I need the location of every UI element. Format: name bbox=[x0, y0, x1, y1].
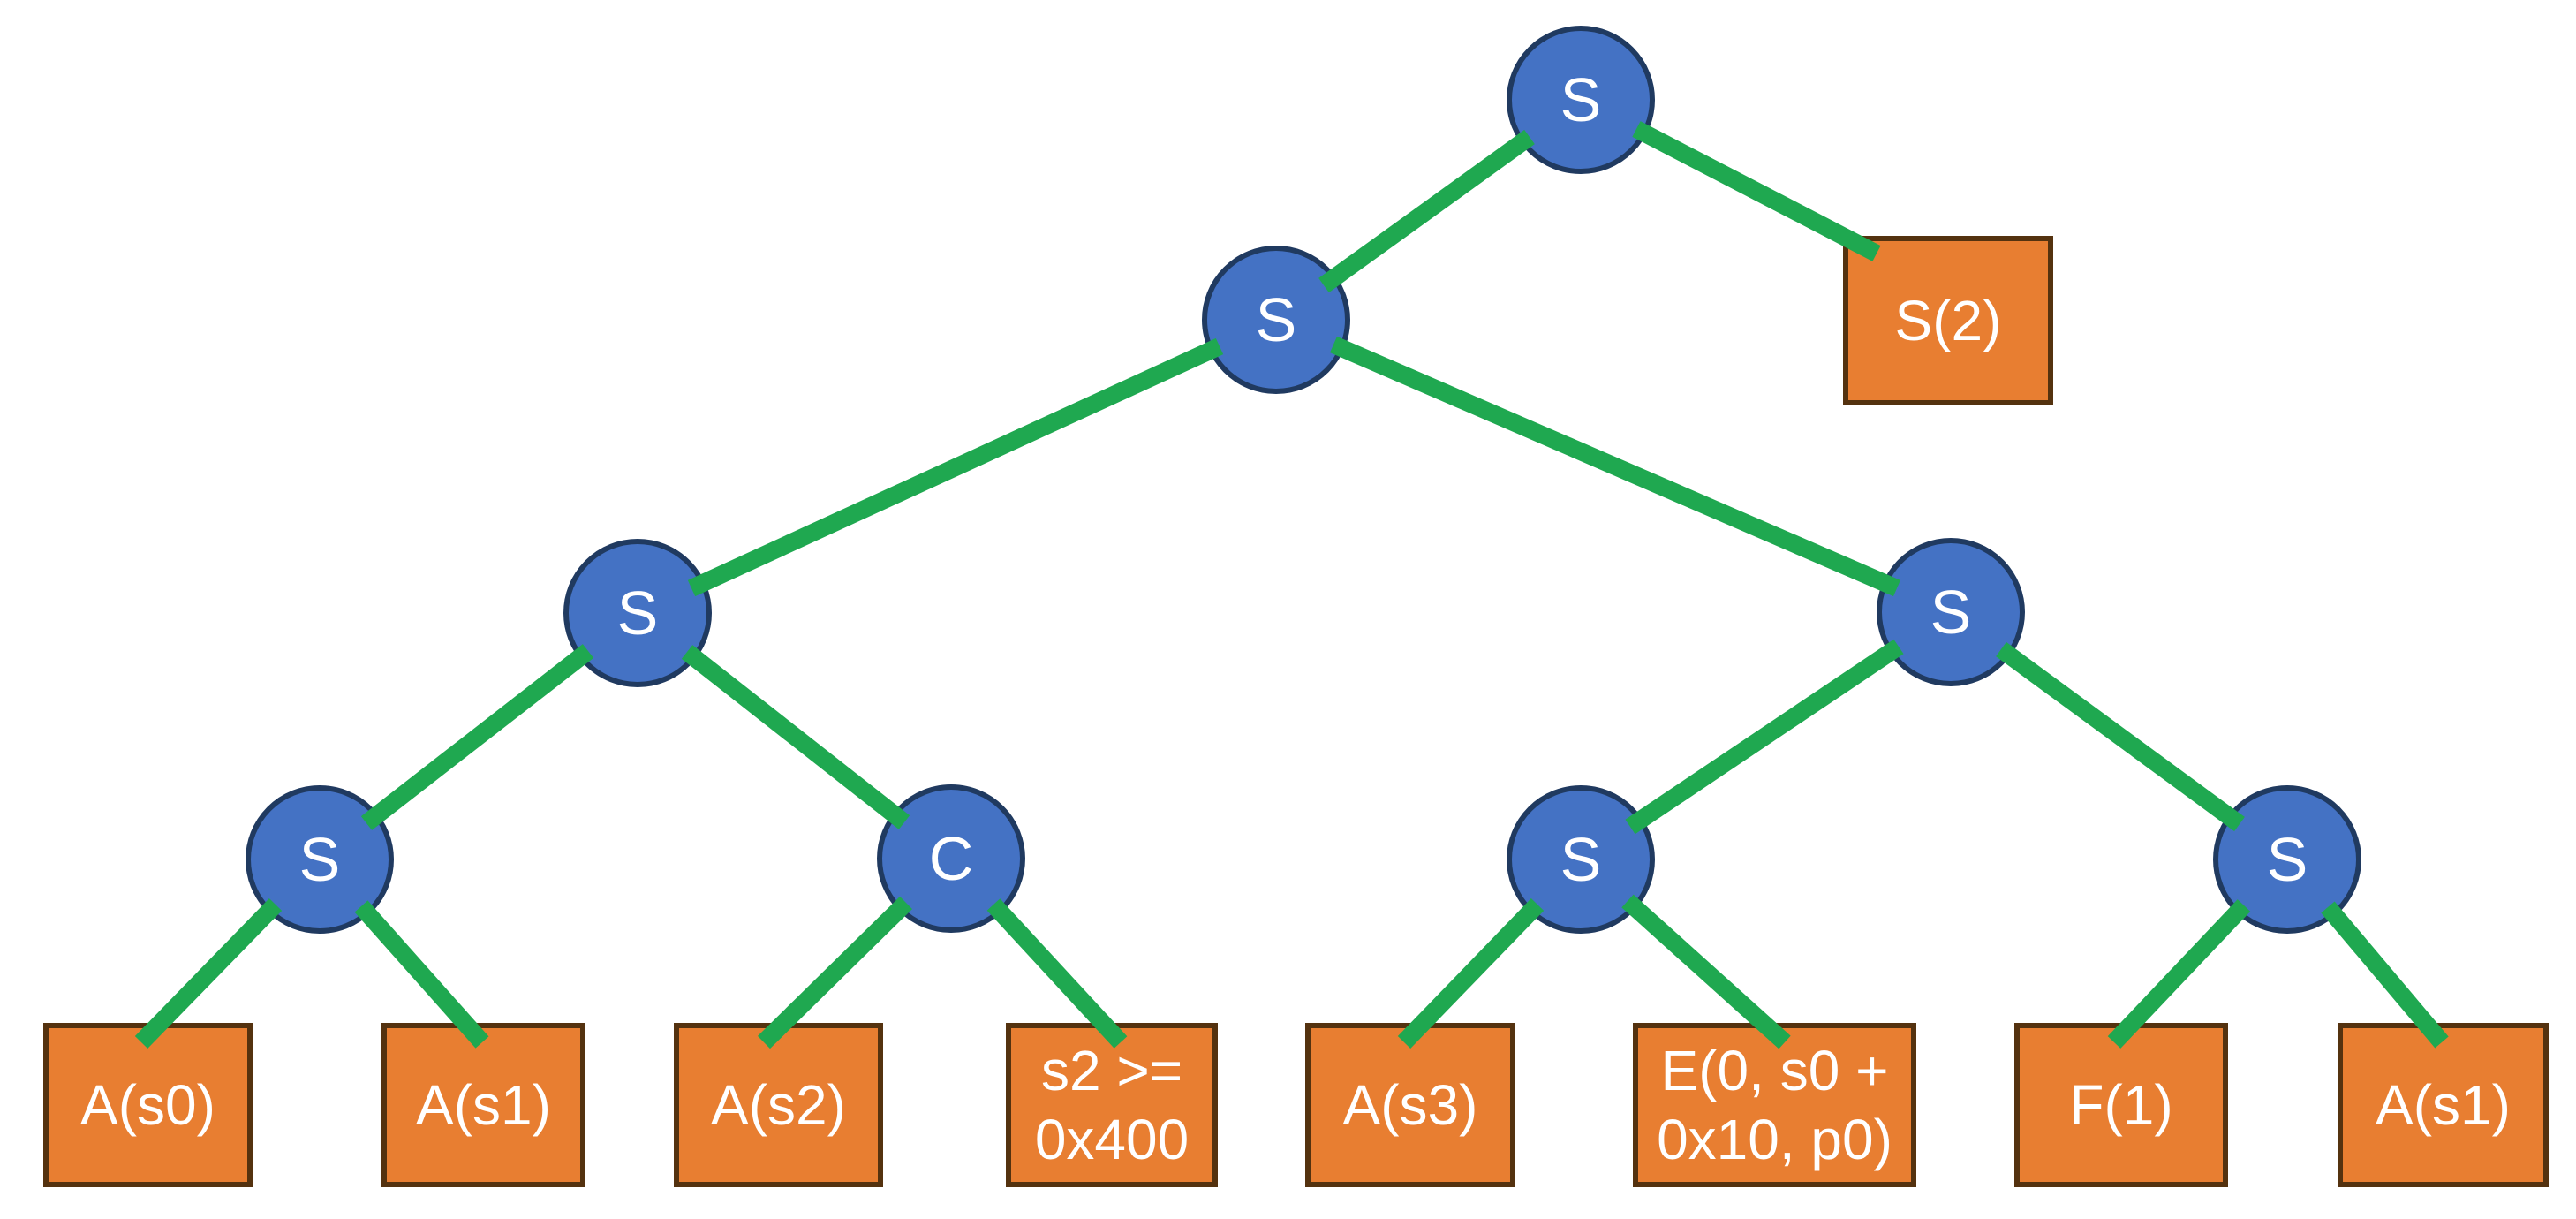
tree-node-l4-s-1 bbox=[246, 785, 394, 934]
tree-box-a-s1-right-line-0: A(s1) bbox=[2376, 1073, 2511, 1137]
tree-box-a-s3-label: A(s3) bbox=[1343, 1073, 1478, 1137]
tree-box-condition-line-1: 0x400 bbox=[1035, 1108, 1189, 1171]
tree-box-s2 bbox=[1843, 236, 2053, 405]
tree-box-e-call-line-0: E(0, s0 + bbox=[1661, 1039, 1889, 1102]
tree-box-f1 bbox=[2014, 1023, 2228, 1187]
tree-edge-l4c-cond bbox=[986, 898, 1128, 1049]
tree-edge-l4s2-as3 bbox=[1397, 898, 1545, 1049]
tree-box-f1-line-0: F(1) bbox=[2069, 1073, 2172, 1137]
tree-node-root-s-label: S bbox=[1560, 65, 1602, 134]
tree-node-l4-s-3 bbox=[2213, 785, 2361, 934]
tree-edge-l2-l3left bbox=[687, 337, 1224, 597]
tree-node-l4-s-3-label: S bbox=[2267, 825, 2308, 894]
tree-node-l3-right-s bbox=[1877, 538, 2025, 686]
tree-node-l2-s bbox=[1202, 246, 1350, 394]
tree-node-l3-left-s bbox=[563, 539, 712, 687]
tree-edge-l4c-as2 bbox=[757, 896, 913, 1049]
tree-edge-l4s1-as0 bbox=[134, 898, 283, 1049]
tree-edge-l4s3-f1 bbox=[2107, 899, 2251, 1049]
tree-box-e-call-line-1: 0x10, p0) bbox=[1657, 1108, 1892, 1171]
tree-node-l4-s-2-label: S bbox=[1560, 825, 1602, 894]
tree-box-s2-label: S(2) bbox=[1895, 289, 2002, 352]
tree-box-condition bbox=[1006, 1023, 1218, 1187]
tree-edge-root-s2box bbox=[1632, 121, 1881, 261]
tree-node-l4-c-label: C bbox=[929, 824, 974, 893]
tree-box-e-call bbox=[1633, 1023, 1916, 1187]
tree-node-l4-s-2 bbox=[1507, 785, 1655, 934]
tree-edge-root-l2 bbox=[1318, 129, 1535, 293]
tree-node-l3-left-s-label: S bbox=[617, 579, 659, 647]
tree-edge-l4s1-as1 bbox=[354, 900, 489, 1049]
tree-edge-l2-l3right bbox=[1330, 336, 1900, 597]
tree-node-l2-s-label: S bbox=[1256, 285, 1297, 354]
tree-edge-l4s2-e bbox=[1621, 894, 1791, 1049]
tree-box-a-s2-line-0: A(s2) bbox=[711, 1073, 846, 1137]
tree-edge-l3left-l4c bbox=[681, 645, 910, 829]
tree-box-a-s0 bbox=[43, 1023, 253, 1187]
tree-node-root-s bbox=[1507, 26, 1655, 174]
tree-box-a-s3-line-0: A(s3) bbox=[1343, 1073, 1478, 1137]
tree-node-l4-s-1-label: S bbox=[299, 825, 341, 894]
tree-box-a-s2-label: A(s2) bbox=[711, 1073, 846, 1137]
tree-box-a-s0-line-0: A(s0) bbox=[80, 1073, 215, 1137]
tree-box-a-s1-left-label: A(s1) bbox=[416, 1073, 551, 1137]
tree-box-a-s1-right-label: A(s1) bbox=[2376, 1073, 2511, 1137]
tree-box-a-s1-right bbox=[2338, 1023, 2549, 1187]
tree-box-f1-label: F(1) bbox=[2069, 1073, 2172, 1137]
tree-edge-l4s3-as1 bbox=[2321, 901, 2449, 1049]
tree-box-condition-label: s2 >=0x400 bbox=[1035, 1039, 1189, 1171]
tree-box-a-s1-left bbox=[381, 1023, 585, 1187]
tree-box-condition-line-0: s2 >= bbox=[1041, 1039, 1182, 1102]
tree-box-a-s0-label: A(s0) bbox=[80, 1073, 215, 1137]
tree-box-e-call-label: E(0, s0 +0x10, p0) bbox=[1657, 1039, 1892, 1171]
tree-edge-l3right-l4s2 bbox=[1625, 639, 1904, 835]
tree-box-s2-line-0: S(2) bbox=[1895, 289, 2002, 352]
tree-edge-l3left-l4s1 bbox=[360, 644, 594, 830]
tree-node-l3-right-s-label: S bbox=[1930, 578, 1972, 647]
tree-box-a-s3 bbox=[1305, 1023, 1515, 1187]
tree-node-l4-c bbox=[877, 784, 1025, 933]
tree-edge-l3right-l4s3 bbox=[1996, 641, 2245, 832]
tree-box-a-s1-left-line-0: A(s1) bbox=[416, 1073, 551, 1137]
tree-box-a-s2 bbox=[674, 1023, 883, 1187]
